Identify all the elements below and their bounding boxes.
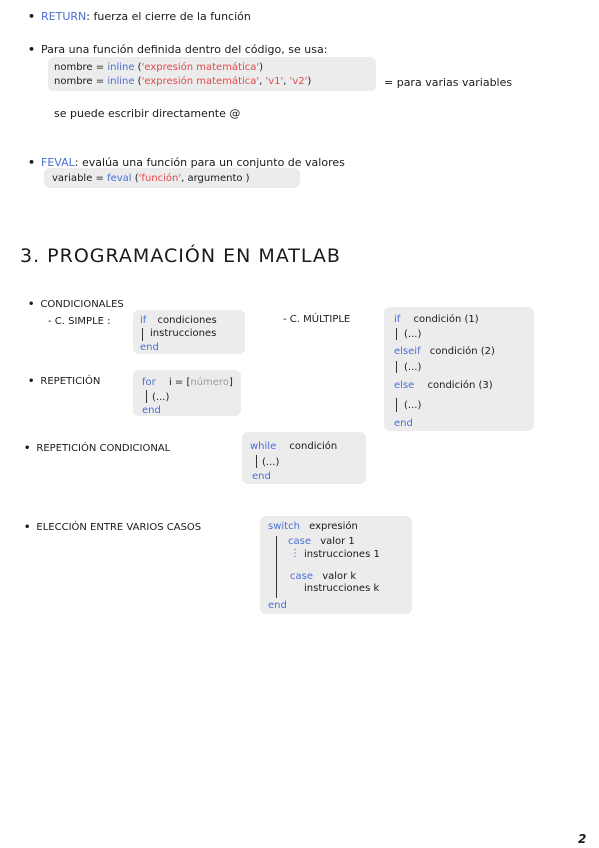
multiple-dots-3: (...) — [404, 400, 422, 411]
inline-intro: •Para una función definida dentro del có… — [28, 43, 328, 56]
multiple-dots-2: (...) — [404, 362, 422, 373]
page-number: 2 — [578, 832, 587, 846]
simple-label: - C. SIMPLE : — [48, 316, 111, 327]
feval-code: variable = feval ('función', argumento ) — [52, 173, 250, 184]
simple-code-if: if condiciones — [140, 315, 217, 326]
multiple-code-box — [384, 307, 534, 431]
while-dots: (...) — [262, 457, 280, 468]
multiple-bar-3 — [396, 398, 397, 412]
eleccion-label: •ELECCIÓN ENTRE VARIOS CASOS — [24, 522, 202, 533]
inline-code-line-1: nombre = inline ('expresión matemática') — [54, 62, 264, 73]
inline-direct-note: se puede escribir directamente @ — [54, 107, 241, 120]
repeticion-label: •REPETICIÓN — [28, 376, 101, 387]
multiple-code-elseif: elseif condición (2) — [394, 346, 495, 357]
repeticion-bar — [146, 390, 147, 403]
inline-code-line-2: nombre = inline ('expresión matemática',… — [54, 76, 312, 87]
feval-code-box — [44, 168, 300, 188]
repeticion-condicional-label: •REPETICIÓN CONDICIONAL — [24, 443, 171, 454]
simple-code-box — [133, 310, 245, 354]
multiple-dots-1: (...) — [404, 329, 422, 340]
multiple-label: - C. MÚLTIPLE — [283, 314, 351, 325]
repeticion-dots: (...) — [152, 392, 170, 403]
return-line: •RETURN: fuerza el cierre de la función — [28, 10, 251, 23]
switch-code-end: end — [268, 600, 287, 611]
repeticion-code-box — [133, 370, 241, 416]
simple-code-bar — [142, 328, 143, 341]
switch-vertical-dots: ⋮ — [290, 548, 300, 559]
while-code-end: end — [252, 471, 271, 482]
switch-case-1: case valor 1 — [288, 536, 355, 547]
switch-code-header: switch expresión — [268, 521, 358, 532]
simple-code-body: instrucciones — [150, 328, 217, 339]
while-code-header: while condición — [250, 441, 338, 452]
condicionales-label: •CONDICIONALES — [28, 299, 124, 310]
switch-bar — [276, 536, 277, 598]
inline-multivar-note: = para varias variables — [384, 76, 513, 89]
inline-code-box — [48, 57, 376, 91]
section-heading: 3. PROGRAMACIÓN EN MATLAB — [20, 245, 341, 267]
return-keyword: RETURN — [41, 10, 87, 23]
multiple-bar-1 — [396, 328, 397, 340]
while-bar — [256, 455, 257, 468]
switch-case-2: case valor k — [290, 571, 357, 582]
repeticion-code-end: end — [142, 405, 161, 416]
multiple-code-if: if condición (1) — [394, 314, 479, 325]
repeticion-code-for: for i = [número] — [142, 377, 233, 388]
multiple-bar-2 — [396, 361, 397, 373]
multiple-code-else: else condición (3) — [394, 380, 493, 391]
feval-line: •FEVAL: evalúa una función para un conju… — [28, 156, 345, 169]
while-code-box — [242, 432, 366, 484]
simple-code-end: end — [140, 342, 159, 353]
feval-keyword: FEVAL — [41, 156, 75, 169]
switch-code-box — [260, 516, 412, 614]
switch-instr-1: instrucciones 1 — [304, 549, 380, 560]
return-description: : fuerza el cierre de la función — [86, 10, 251, 23]
switch-instr-2: instrucciones k — [304, 583, 380, 594]
multiple-code-end: end — [394, 418, 413, 429]
